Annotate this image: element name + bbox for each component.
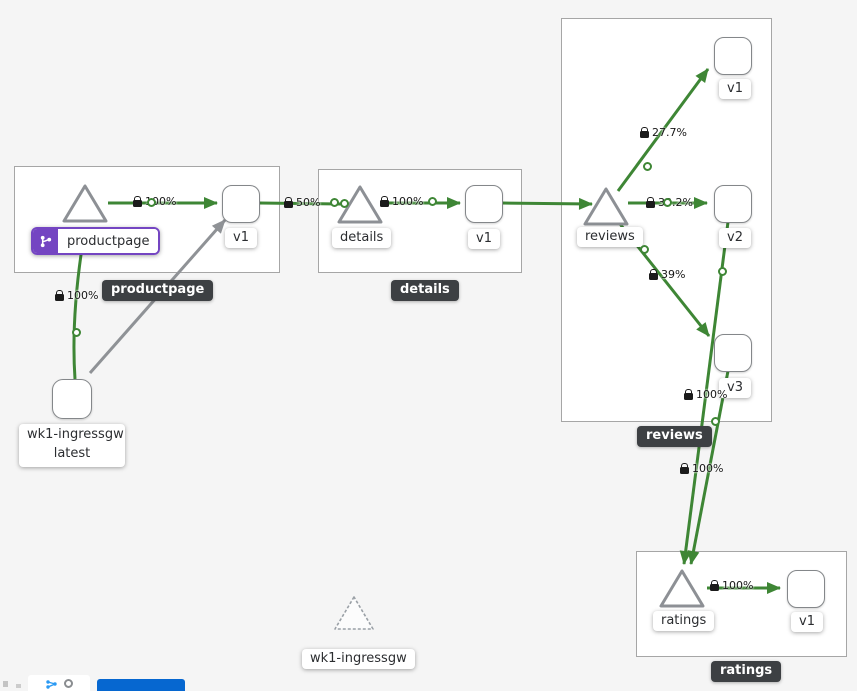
mtls-lock-icon xyxy=(684,389,693,400)
edge-details-v1-to-reviews[interactable] xyxy=(501,197,593,210)
node-label-reviews[interactable]: reviews xyxy=(577,227,643,247)
toolbar-clipped-icon[interactable] xyxy=(3,681,8,687)
workload-node-ratings-v1[interactable] xyxy=(787,570,825,608)
traffic-dot xyxy=(147,198,156,207)
mtls-lock-icon xyxy=(640,127,649,138)
traffic-dot xyxy=(718,267,727,276)
app-badge-reviews[interactable]: reviews xyxy=(637,426,712,447)
edge-label-ratings-v1: 100% xyxy=(710,579,753,592)
idle-service-node-ingressgw[interactable] xyxy=(334,596,374,630)
edge-label-v1-details: 50% xyxy=(284,196,320,209)
mtls-lock-icon xyxy=(649,269,658,280)
app-badge-productpage[interactable]: productpage xyxy=(102,280,214,301)
mtls-lock-icon xyxy=(680,463,689,474)
app-badge-ratings[interactable]: ratings xyxy=(711,661,782,682)
edge-reviews-v3-to-ratings[interactable] xyxy=(687,370,730,565)
display-option-icon xyxy=(64,679,73,688)
node-label-ingressgw[interactable]: wk1-ingressgw latest xyxy=(19,424,125,467)
edge-productpage-v1-to-details[interactable] xyxy=(258,201,342,206)
workload-node-reviews-v3[interactable] xyxy=(714,334,752,372)
node-label-idle-ingressgw[interactable]: wk1-ingressgw xyxy=(302,649,415,669)
toolbar-clipped-icon[interactable] xyxy=(16,684,21,688)
service-node-ratings[interactable] xyxy=(659,569,705,608)
virtual-service-icon xyxy=(33,229,58,253)
toolbar-chip[interactable] xyxy=(28,675,90,691)
edge-label-reviews-v1: 27.7% xyxy=(640,126,687,139)
edge-label-details-v1: 100% xyxy=(380,195,423,208)
node-label-text: productpage xyxy=(58,229,159,253)
workload-node-productpage-v1[interactable] xyxy=(222,185,260,223)
node-label-details[interactable]: details xyxy=(332,228,392,248)
edge-reviews-v2-to-ratings[interactable] xyxy=(679,221,730,565)
traffic-dot xyxy=(640,245,649,254)
traffic-dot xyxy=(663,198,672,207)
ingressgw-name: wk1-ingressgw xyxy=(27,427,124,442)
node-label-ratings-v1[interactable]: v1 xyxy=(791,612,823,632)
workload-node-reviews-v2[interactable] xyxy=(714,185,752,223)
mtls-lock-icon xyxy=(380,196,389,207)
node-label-productpage-v1[interactable]: v1 xyxy=(225,228,257,248)
traffic-dot xyxy=(643,162,652,171)
edge-label-reviews-v3: 39% xyxy=(649,268,685,281)
mtls-lock-icon xyxy=(646,197,655,208)
service-node-productpage[interactable] xyxy=(62,184,108,223)
traffic-dot xyxy=(72,328,81,337)
mtls-lock-icon xyxy=(284,197,293,208)
service-node-reviews[interactable] xyxy=(583,187,629,226)
mtls-lock-icon xyxy=(133,196,142,207)
mtls-lock-icon xyxy=(710,580,719,591)
node-label-reviews-v1[interactable]: v1 xyxy=(719,79,751,99)
traffic-dot xyxy=(428,197,437,206)
edge-label-v3-ratings: 100% xyxy=(680,462,723,475)
mtls-lock-icon xyxy=(55,290,64,301)
traffic-dot xyxy=(330,198,339,207)
workload-node-details-v1[interactable] xyxy=(465,185,503,223)
edge-label-v2-ratings: 100% xyxy=(684,388,727,401)
node-label-reviews-v3[interactable]: v3 xyxy=(719,378,751,398)
node-label-productpage[interactable]: productpage xyxy=(31,227,161,255)
app-badge-details[interactable]: details xyxy=(391,280,459,301)
node-label-reviews-v2[interactable]: v2 xyxy=(719,228,751,248)
node-label-details-v1[interactable]: v1 xyxy=(468,229,500,249)
traffic-dot xyxy=(340,199,349,208)
ingressgw-version: latest xyxy=(53,445,91,461)
primary-action-button[interactable] xyxy=(97,679,185,691)
edge-label-ingress-productpage: 100% xyxy=(55,289,98,302)
service-node-details[interactable] xyxy=(337,185,383,224)
workload-node-ingressgw[interactable] xyxy=(52,379,92,419)
workload-node-reviews-v1[interactable] xyxy=(714,37,752,75)
node-label-ratings[interactable]: ratings xyxy=(653,611,715,631)
edge-reviews-service-to-v1[interactable] xyxy=(616,68,710,192)
graph-type-icon xyxy=(46,680,57,689)
traffic-dot xyxy=(711,417,720,426)
